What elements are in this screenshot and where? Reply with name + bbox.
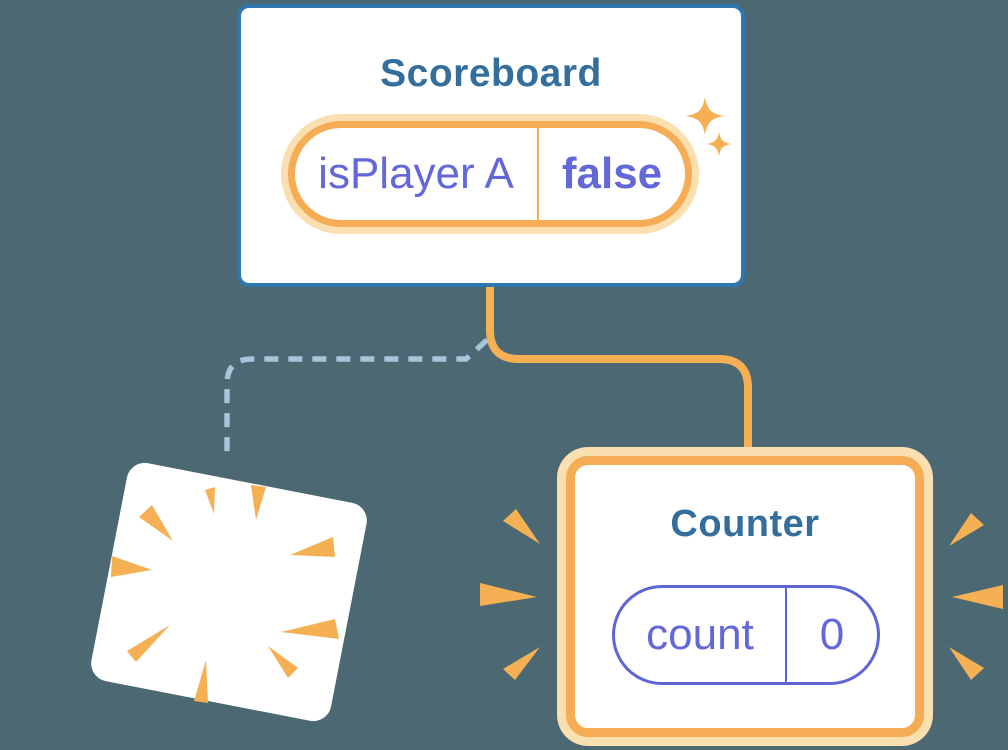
scoreboard-card: Scoreboard isPlayer A false <box>237 4 745 287</box>
state-value-label: false <box>561 149 663 198</box>
state-value-label: 0 <box>819 610 845 659</box>
removed-component-card <box>88 459 370 725</box>
counter-title: Counter <box>670 503 820 545</box>
scoreboard-state-pill: isPlayer A false <box>288 121 692 227</box>
counter-card: Counter count 0 <box>566 456 924 737</box>
pill-divider <box>785 588 787 682</box>
state-key-label: count <box>646 610 754 659</box>
removed-branch-connector <box>224 337 489 459</box>
state-key-label: isPlayer A <box>318 149 514 198</box>
scoreboard-title: Scoreboard <box>380 52 602 95</box>
pill-divider <box>537 128 539 220</box>
counter-state-pill: count 0 <box>612 585 880 685</box>
parent-child-connector <box>486 287 752 457</box>
